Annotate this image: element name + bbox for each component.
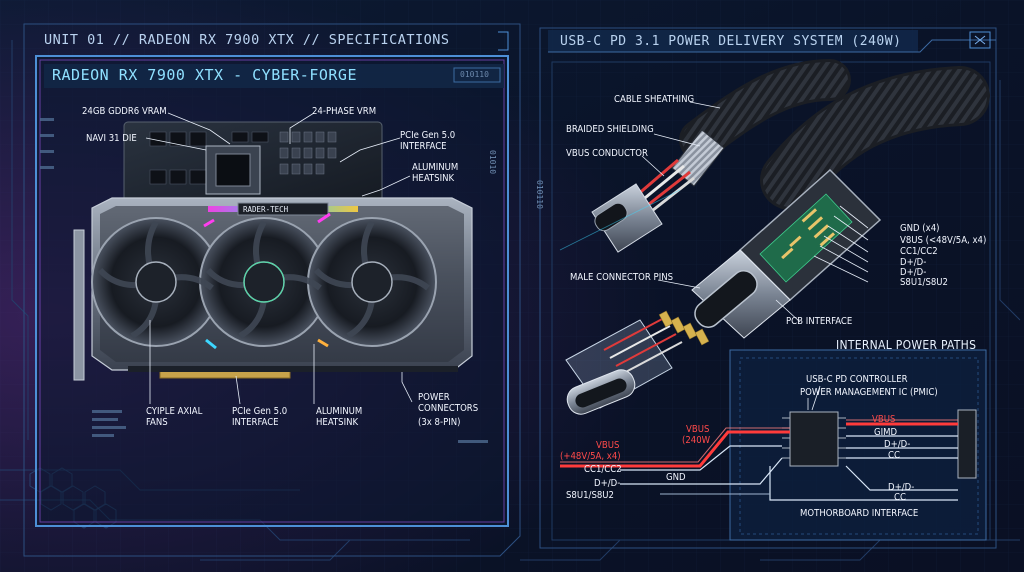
label-dpdm-top-1: D+/D- [900,257,927,268]
label-cc-right: CC [888,450,900,461]
label-fans-line1: CYIPLE AXIAL [146,406,203,417]
label-pcie-top-line2: INTERFACE [400,141,447,152]
label-dpdm-right: D+/D- [884,439,911,450]
gpu-brand-plate: RADER-TECH [243,205,289,214]
label-internal-power-paths: INTERNAL POWER PATHS [836,338,977,352]
label-pmic: POWER MANAGEMENT IC (PMIC) [800,387,938,398]
label-pcie-bottom-line1: PCIe Gen 5.0 [232,406,288,417]
label-male-pins: MALE CONNECTOR PINS [570,272,674,283]
label-cc-top: CC1/CC2 [900,246,938,257]
label-vbus-right: VBUS [872,414,896,425]
label-vbus-left-line2: (+48V/5A, x4) [560,451,621,462]
right-side-code: 010110 [535,180,544,209]
label-pcb-interface: PCB INTERFACE [786,316,853,327]
right-panel-header: USB-C PD 3.1 POWER DELIVERY SYSTEM (240W… [560,34,902,49]
gpu-title-code: 010110 [460,70,489,79]
label-braided-shielding: BRAIDED SHIELDING [566,124,654,135]
label-dpdm-bottom: D+/D- [888,482,915,493]
label-gnd-mid: GND [666,472,686,483]
label-cable-sheathing: CABLE SHEATHING [614,94,695,105]
label-vbus-left-line1: VBUS [596,440,620,451]
label-vram: 24GB GDDR6 VRAM [82,106,167,117]
label-sbu-top: S8U1/S8U2 [900,277,948,288]
label-heatsink-top-line2: HEATSINK [412,173,455,184]
label-dpdm-left: D+/D- [594,478,621,489]
label-cc-bottom: CC [894,492,906,503]
label-cc-left: CC1/CC2 [584,464,622,475]
label-power-line3: (3x 8-PIN) [418,417,461,428]
left-side-code: 01010 [488,150,497,175]
label-vbus-top: V8US (<48V/5A, x4) [900,235,987,246]
label-heatsink-top-line1: ALUMINUM [412,162,459,173]
label-power-line1: POWER [418,392,450,403]
label-gnd-top: GND (x4) [900,223,940,234]
label-vbus-240-line1: VBUS [686,424,710,435]
label-heatsink-bottom-line1: ALUMINUM [316,406,363,417]
label-power-line2: CONNECTORS [418,403,479,414]
label-dpdm-top-2: D+/D- [900,267,927,278]
label-vbus-conductor: VBUS CONDUCTOR [566,148,648,159]
label-pcie-bottom-line2: INTERFACE [232,417,279,428]
label-heatsink-bottom-line2: HEATSINK [316,417,359,428]
label-pd-controller: USB-C PD CONTROLLER [806,374,908,385]
label-pcie-top-line1: PCIe Gen 5.0 [400,130,456,141]
label-sbu-left: S8U1/S8U2 [566,490,614,501]
label-vbus-240-line2: (240W [682,435,711,446]
left-panel-header: UNIT 01 // RADEON RX 7900 XTX // SPECIFI… [44,32,450,48]
label-fans-line2: FANS [146,417,168,428]
label-motherboard-interface: MOTHORBOARD INTERFACE [800,508,919,519]
gpu-title: RADEON RX 7900 XTX - CYBER-FORGE [52,66,357,84]
label-gimd: GIMD [874,427,898,438]
label-vrm: 24-PHASE VRM [312,106,377,117]
label-die: NAVI 31 DIE [86,133,137,144]
